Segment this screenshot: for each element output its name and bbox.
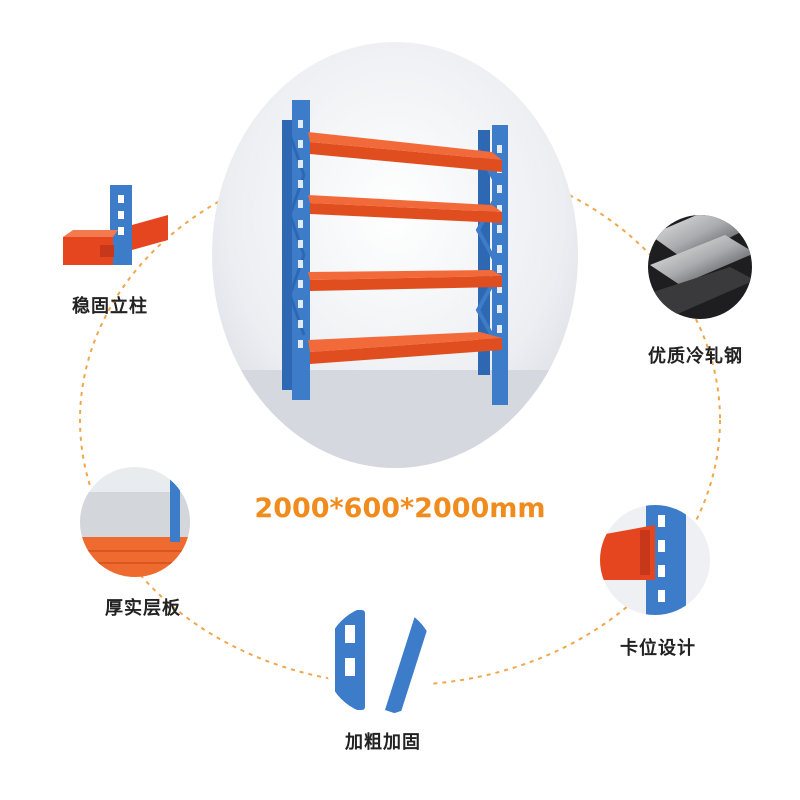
feature-slot-design (600, 500, 710, 625)
feature-thick-shelf (80, 462, 190, 587)
slot-hook-icon (600, 505, 710, 615)
feature-reinforced (325, 600, 435, 720)
shelf-rack-image (212, 42, 578, 468)
product-dimensions: 2000*600*2000mm (254, 493, 546, 524)
feature-cold-rolled-steel (645, 205, 755, 330)
feature-stable-upright (58, 185, 173, 275)
feature-label-slot-design: 卡位设计 (620, 638, 696, 659)
shelf-panel-icon (80, 467, 190, 577)
feature-label-reinforced: 加粗加固 (345, 732, 421, 753)
steel-sheet-icon (648, 215, 752, 319)
feature-label-thick-shelf: 厚实层板 (105, 598, 181, 619)
brace-icon (325, 605, 435, 715)
upright-joint-icon (63, 185, 168, 265)
feature-label-stable-upright: 稳固立柱 (72, 296, 148, 317)
feature-label-cold-rolled-steel: 优质冷轧钢 (648, 346, 743, 367)
